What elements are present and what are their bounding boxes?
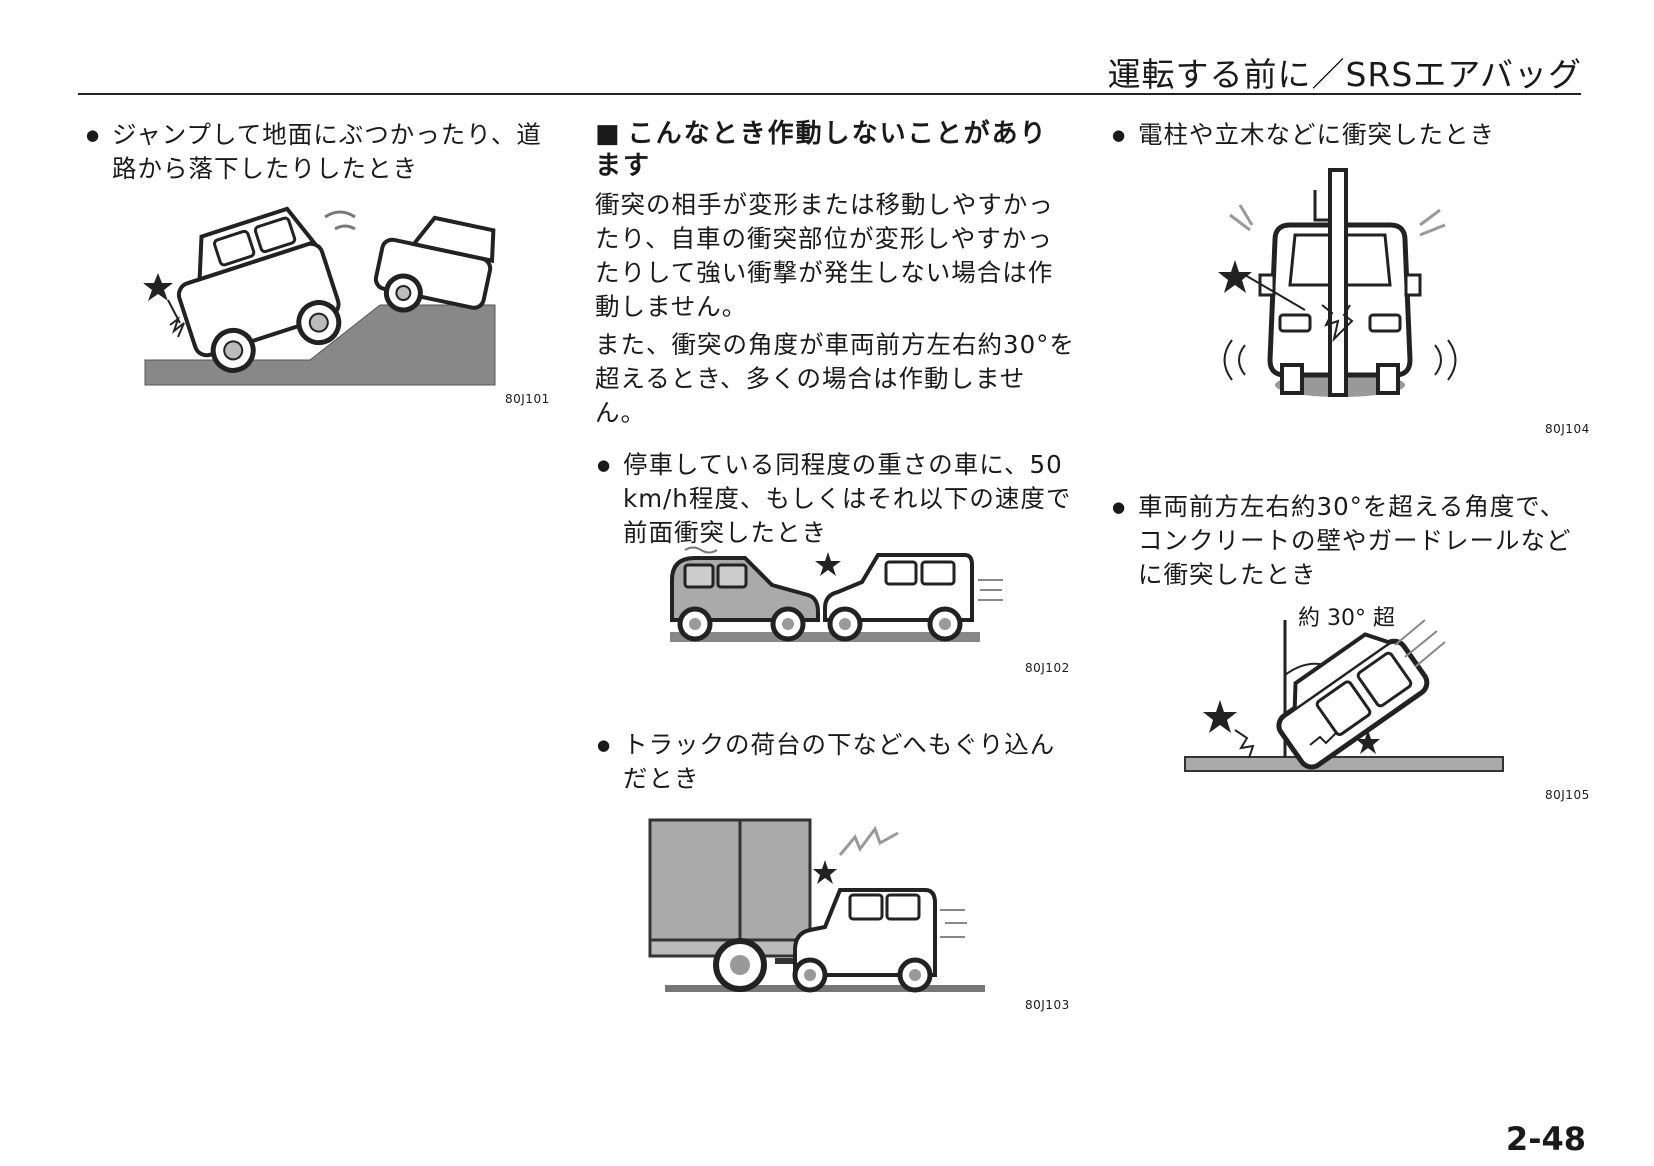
illustration-front-collision	[670, 546, 1003, 642]
figure-code-80j105: 80J105	[1545, 788, 1590, 802]
header-title: 運転する前に／SRSエアバッグ	[1107, 55, 1582, 94]
middle-column: ■こんなとき作動しないことがあります 衝突の相手が変形または移動しやすかったり、…	[595, 118, 1075, 550]
figure-code-80j102: 80J102	[1025, 661, 1070, 675]
middle-column-lower: トラックの荷台の下などへもぐり込んだとき	[595, 728, 1075, 796]
illustration-angle-collision: 約 30° 超	[1184, 606, 1504, 772]
left-column: ジャンプして地面にぶつかったり、道路から落下したりしたとき	[84, 118, 554, 186]
illustration-jump-landing	[143, 206, 496, 386]
section-mark: ■	[595, 119, 622, 149]
bullet-jump-fall: ジャンプして地面にぶつかったり、道路から落下したりしたとき	[84, 118, 554, 186]
figure-code-80j104: 80J104	[1545, 422, 1590, 436]
paragraph-2: また、衝突の角度が車両前方左右約30°を超えるとき、多くの場合は作動しません。	[595, 330, 1075, 427]
paragraph-1: 衝突の相手が変形または移動しやすかったり、自車の衝突部位が変形しやすかったりして…	[595, 190, 1054, 321]
illustration-pole-collision	[1218, 168, 1457, 397]
illustration-under-truck	[648, 818, 985, 993]
right-column-lower: 車両前方左右約30°を超える角度で、コンクリートの壁やガードレールなどに衝突した…	[1110, 490, 1590, 592]
bullet-front-collision: 停車している同程度の重さの車に、50 km/h程度、もしくはそれ以下の速度で前面…	[595, 448, 1075, 550]
bullet-pole-collision: 電柱や立木などに衝突したとき	[1110, 118, 1590, 152]
right-column: 電柱や立木などに衝突したとき	[1110, 118, 1590, 152]
bullet-under-truck: トラックの荷台の下などへもぐり込んだとき	[595, 728, 1075, 796]
header-rule	[78, 93, 1581, 95]
figure-code-80j103: 80J103	[1025, 998, 1070, 1012]
section-title: ■こんなとき作動しないことがあります	[595, 118, 1075, 182]
page-number: 2-48	[1505, 1120, 1586, 1158]
angle-label: 約 30° 超	[1298, 606, 1395, 631]
section-title-text: こんなとき作動しないことがあります	[595, 119, 1048, 181]
figure-code-80j101: 80J101	[505, 392, 550, 406]
bullet-angle-collision: 車両前方左右約30°を超える角度で、コンクリートの壁やガードレールなどに衝突した…	[1110, 490, 1590, 592]
